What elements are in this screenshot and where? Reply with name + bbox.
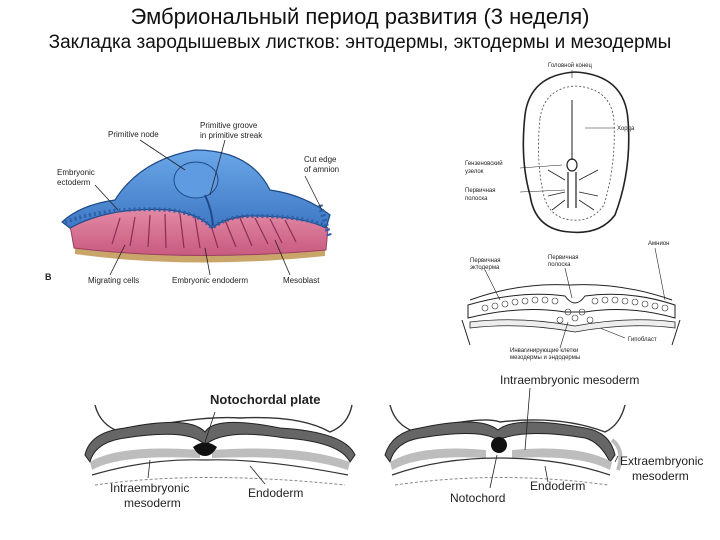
label-cut-edge: Cut edge [304, 155, 337, 164]
label-primitive-streak: Первичная [465, 188, 496, 194]
notochordal-plate-section: Notochordal plate Intraembryonic mesoder… [85, 392, 355, 510]
label-intraembryonic-mesoderm: Intraembryonic mesoderm [500, 373, 639, 387]
label-head-end: Головной конец [548, 62, 592, 69]
endoderm-line-right [392, 458, 610, 475]
label-intraembryonic-left: Intraembryonic [110, 481, 189, 495]
migration-arrows [548, 170, 598, 210]
label-hypoblast: Гипобласт [628, 337, 657, 343]
label-chord: Хорда [617, 126, 635, 132]
endoderm-line-left [92, 460, 348, 475]
label-invaginating-cells: Инвагинирующие клетки [510, 348, 578, 354]
disc-outer-outline [523, 72, 628, 232]
mesoderm-band-left-a [90, 449, 200, 471]
embryo-3d-figure: Primitive node Primitive groove in primi… [45, 121, 339, 285]
label-embryonic-ectoderm: Embryonic [57, 168, 95, 177]
mesoderm-band-left-b [212, 449, 350, 471]
cellular-section-figure: Первичная эктодерма Первичная полоска Ам… [462, 241, 680, 361]
label-primary-streak-2: полоска [548, 262, 571, 268]
label-amnion: Амнион [648, 241, 669, 247]
label-primitive-node: Primitive node [108, 130, 159, 139]
embryonic-disc-figure: Головной конец Хорда Гензеновский узелок… [465, 62, 635, 232]
label-primary-ectoderm: Первичная [470, 258, 501, 264]
label-primitive-groove-2: in primitive streak [200, 131, 263, 140]
label-extraembryonic: Extraembryonic [620, 454, 703, 468]
label-endoderm-right: Endoderm [530, 479, 585, 493]
notochord-section: Intraembryonic mesoderm Extraembryonic m… [385, 373, 703, 505]
label-hensen-node: Гензеновский [465, 160, 503, 167]
label-migrating-cells: Migrating cells [88, 276, 139, 285]
label-hensen-node-2: узелок [465, 169, 484, 175]
label-mesoderm-right: mesoderm [632, 469, 689, 483]
label-mesoderm-left: mesoderm [124, 496, 181, 510]
label-notochordal-plate: Notochordal plate [210, 392, 321, 407]
hensen-node [567, 159, 577, 171]
label-mesoblast: Mesoblast [283, 276, 320, 285]
notochord [491, 437, 507, 453]
label-primitive-groove: Primitive groove [200, 121, 258, 130]
primitive-streak-lines [568, 172, 576, 208]
label-embryonic-endoderm: Embryonic endoderm [172, 276, 248, 285]
panel-letter-b: B [45, 272, 52, 282]
label-primary-streak: Первичная [548, 255, 579, 261]
label-embryonic-ectoderm-2: ectoderm [57, 178, 91, 187]
label-primitive-streak-2: полоска [465, 196, 488, 202]
label-notochord: Notochord [450, 491, 505, 505]
label-primary-ectoderm-2: эктодерма [470, 265, 500, 271]
label-invaginating-cells-2: мезодермы и эндодермы [510, 355, 580, 361]
label-cut-edge-2: of amnion [304, 165, 339, 174]
hypoblast-layer [470, 320, 675, 332]
label-endoderm-left: Endoderm [248, 486, 303, 500]
